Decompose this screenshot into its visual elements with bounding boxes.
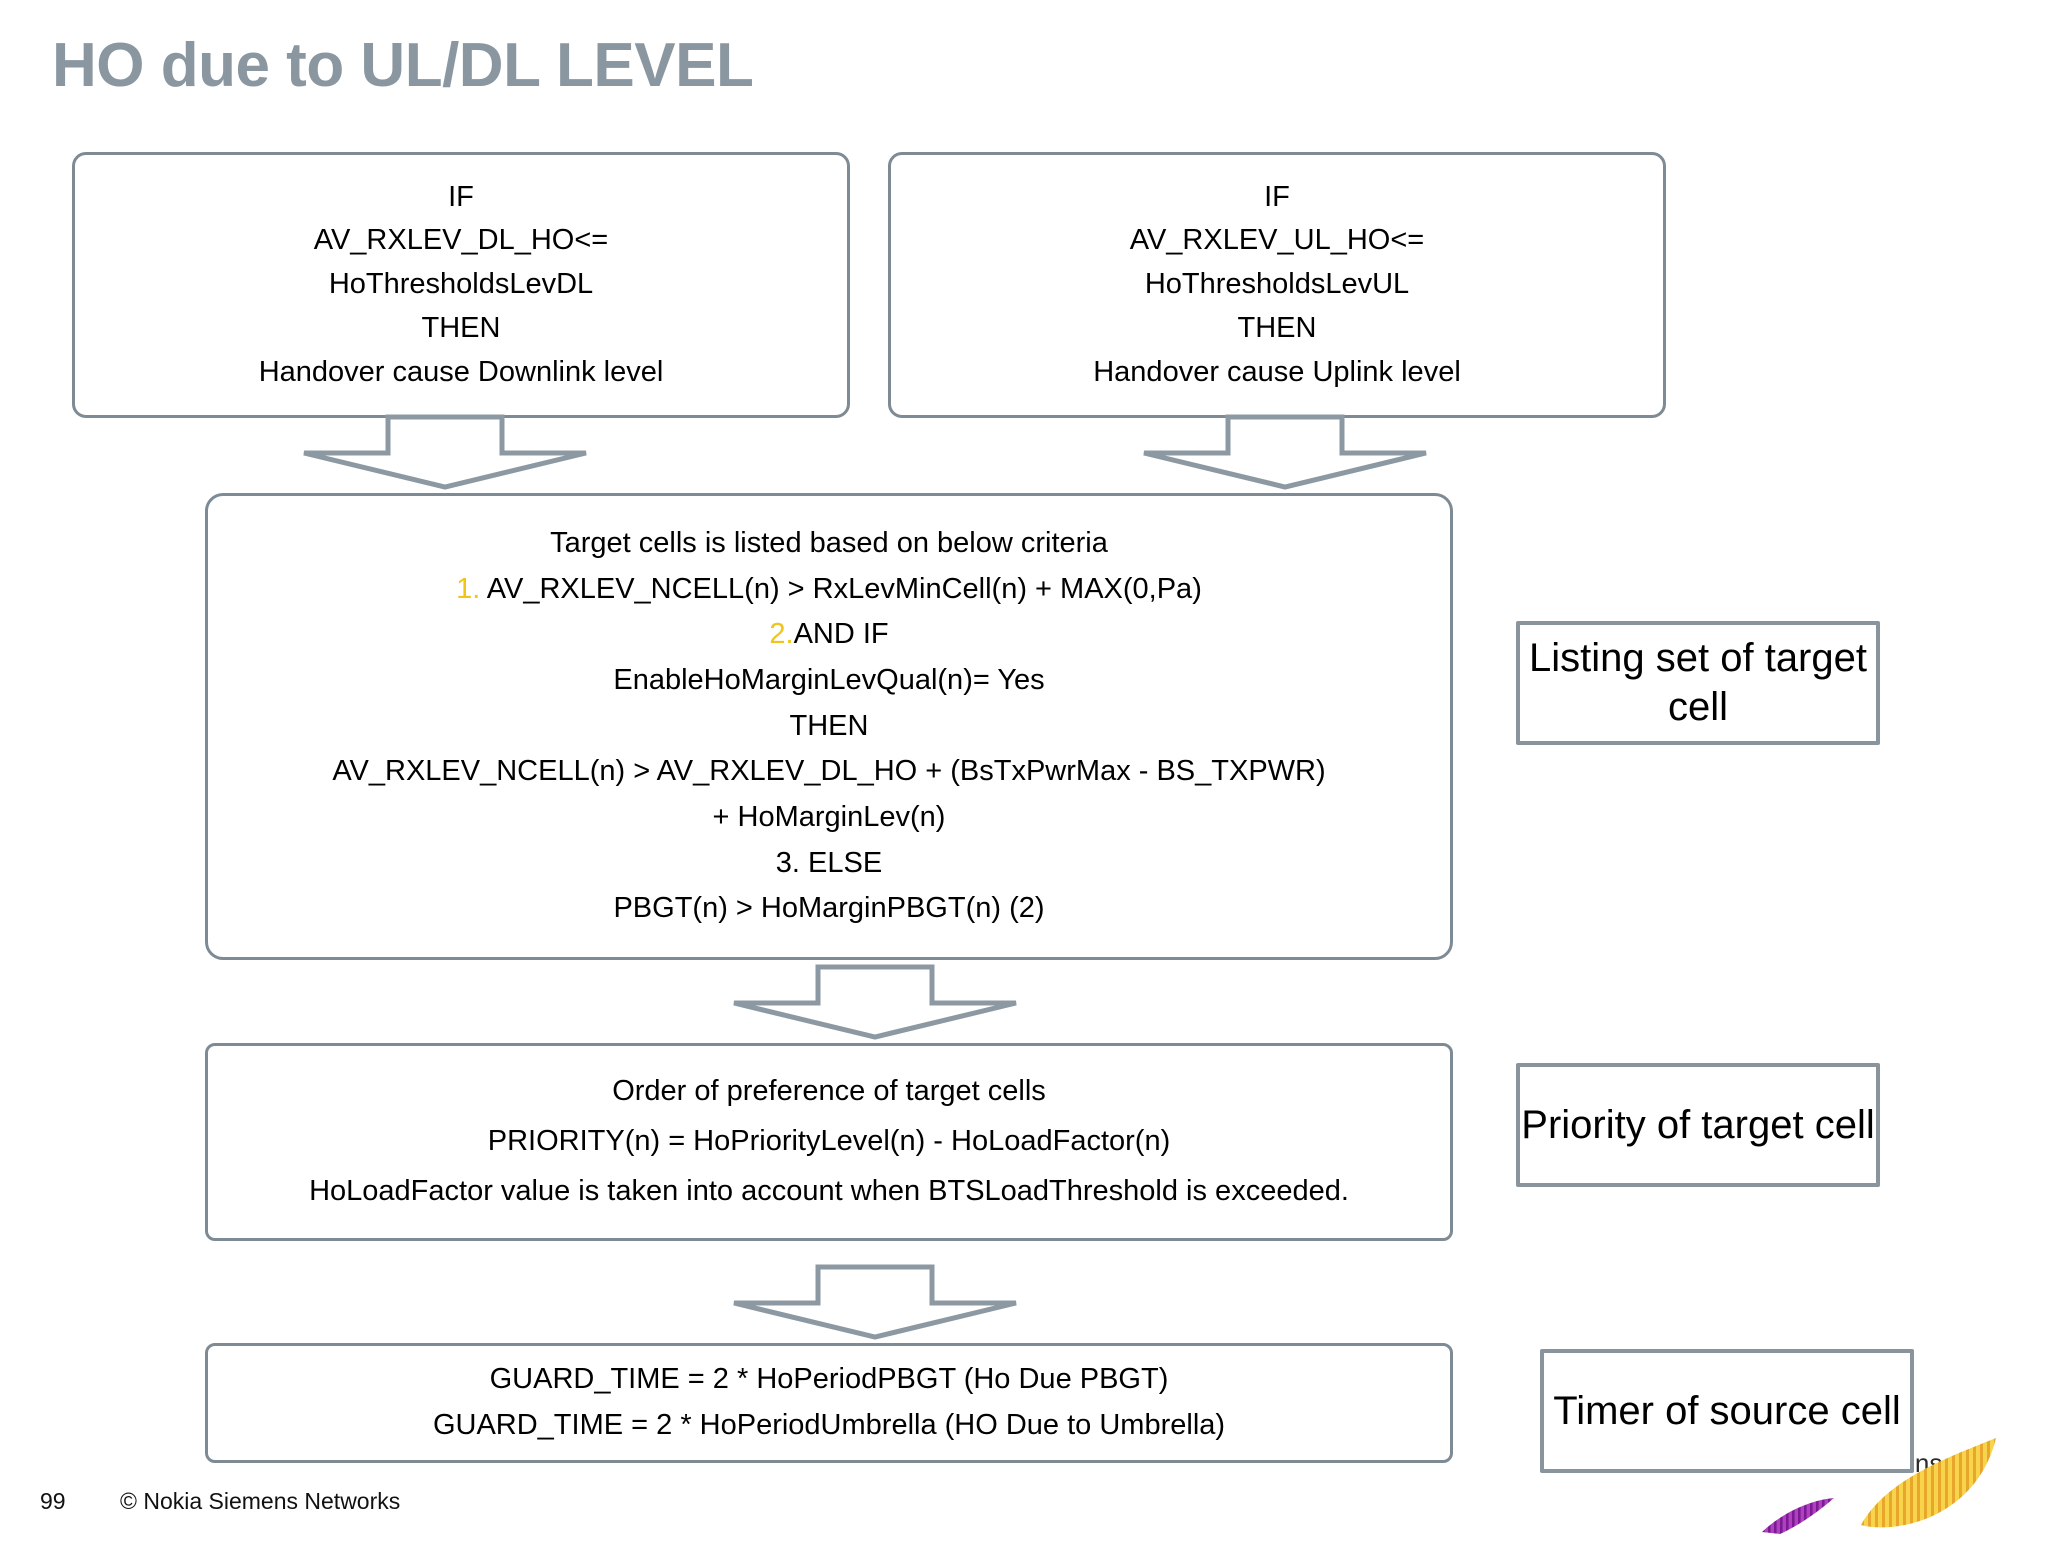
slide-footer: 99 © Nokia Siemens Networks	[0, 1466, 2048, 1536]
dl-line-4: THEN	[421, 311, 501, 344]
annotation-priority-of-target-cell: Priority of target cell	[1516, 1063, 1880, 1187]
uplink-condition-box: IF AV_RXLEV_UL_HO<= HoThresholdsLevUL TH…	[888, 152, 1666, 418]
ul-line-3: HoThresholdsLevUL	[1144, 268, 1410, 301]
priority-line-2: PRIORITY(n) = HoPriorityLevel(n) - HoLoa…	[487, 1125, 1171, 1158]
arrow-shape	[733, 1264, 1017, 1340]
down-arrow-icon-3	[730, 963, 1020, 1041]
priority-line-3: HoLoadFactor value is taken into account…	[309, 1174, 1349, 1207]
dl-line-3: HoThresholdsLevDL	[328, 268, 594, 301]
arrow-shape	[733, 964, 1017, 1040]
criteria-line-5: AV_RXLEV_NCELL(n) > AV_RXLEV_DL_HO + (Bs…	[332, 755, 1326, 788]
nokia-siemens-networks-logo: nens	[1756, 1380, 2048, 1536]
down-arrow-icon-4	[730, 1263, 1020, 1341]
criteria-line-4: THEN	[789, 709, 869, 742]
target-cell-criteria-box: Target cells is listed based on below cr…	[205, 493, 1453, 960]
criteria-line-6: + HoMarginLev(n)	[712, 801, 946, 834]
criteria-item-1: 1. AV_RXLEV_NCELL(n) > RxLevMinCell(n) +…	[456, 571, 1202, 609]
dl-line-2: AV_RXLEV_DL_HO<=	[313, 224, 609, 257]
criteria-line-3: EnableHoMarginLevQual(n)= Yes	[613, 663, 1045, 696]
ul-line-2: AV_RXLEV_UL_HO<=	[1129, 224, 1425, 257]
guard-line-2: GUARD_TIME = 2 * HoPeriodUmbrella (HO Du…	[432, 1409, 1226, 1441]
dl-line-1: IF	[448, 180, 474, 213]
criteria-item-1-text: AV_RXLEV_NCELL(n) > RxLevMinCell(n) + MA…	[480, 572, 1202, 605]
page-number: 99	[40, 1488, 66, 1514]
annotation-listing-set-of-target-cell: Listing set of target cell	[1516, 621, 1880, 745]
annotation-timer-of-source-cell: Timer of source cell	[1540, 1349, 1914, 1473]
criteria-item-2: 2.AND IF	[769, 616, 888, 654]
criteria-line-8: PBGT(n) > HoMarginPBGT(n) (2)	[613, 892, 1045, 925]
downlink-condition-box: IF AV_RXLEV_DL_HO<= HoThresholdsLevDL TH…	[72, 152, 850, 418]
ul-line-4: THEN	[1237, 311, 1317, 344]
criteria-number-1: 1.	[456, 572, 481, 605]
priority-line-1: Order of preference of target cells	[612, 1075, 1046, 1108]
arrow-shape	[1143, 414, 1427, 490]
guard-line-1: GUARD_TIME = 2 * HoPeriodPBGT (Ho Due PB…	[489, 1363, 1169, 1396]
criteria-number-2: 2.	[769, 618, 794, 651]
criteria-heading: Target cells is listed based on below cr…	[550, 526, 1108, 559]
criteria-item-2-text: AND IF	[793, 618, 889, 651]
priority-order-box: Order of preference of target cells PRIO…	[205, 1043, 1453, 1241]
arrow-shape	[303, 414, 587, 490]
criteria-line-7: 3. ELSE	[775, 846, 883, 879]
guard-time-box: GUARD_TIME = 2 * HoPeriodPBGT (Ho Due PB…	[205, 1343, 1453, 1463]
dl-line-5: Handover cause Downlink level	[258, 355, 664, 388]
ul-line-5: Handover cause Uplink level	[1093, 355, 1461, 388]
page-title: HO due to UL/DL LEVEL	[52, 31, 754, 100]
logo-swoosh: nens	[1762, 1438, 1996, 1534]
down-arrow-icon-1	[300, 413, 590, 491]
copyright-notice: © Nokia Siemens Networks	[120, 1488, 401, 1514]
down-arrow-icon-2	[1140, 413, 1430, 491]
ul-line-1: IF	[1264, 180, 1290, 213]
